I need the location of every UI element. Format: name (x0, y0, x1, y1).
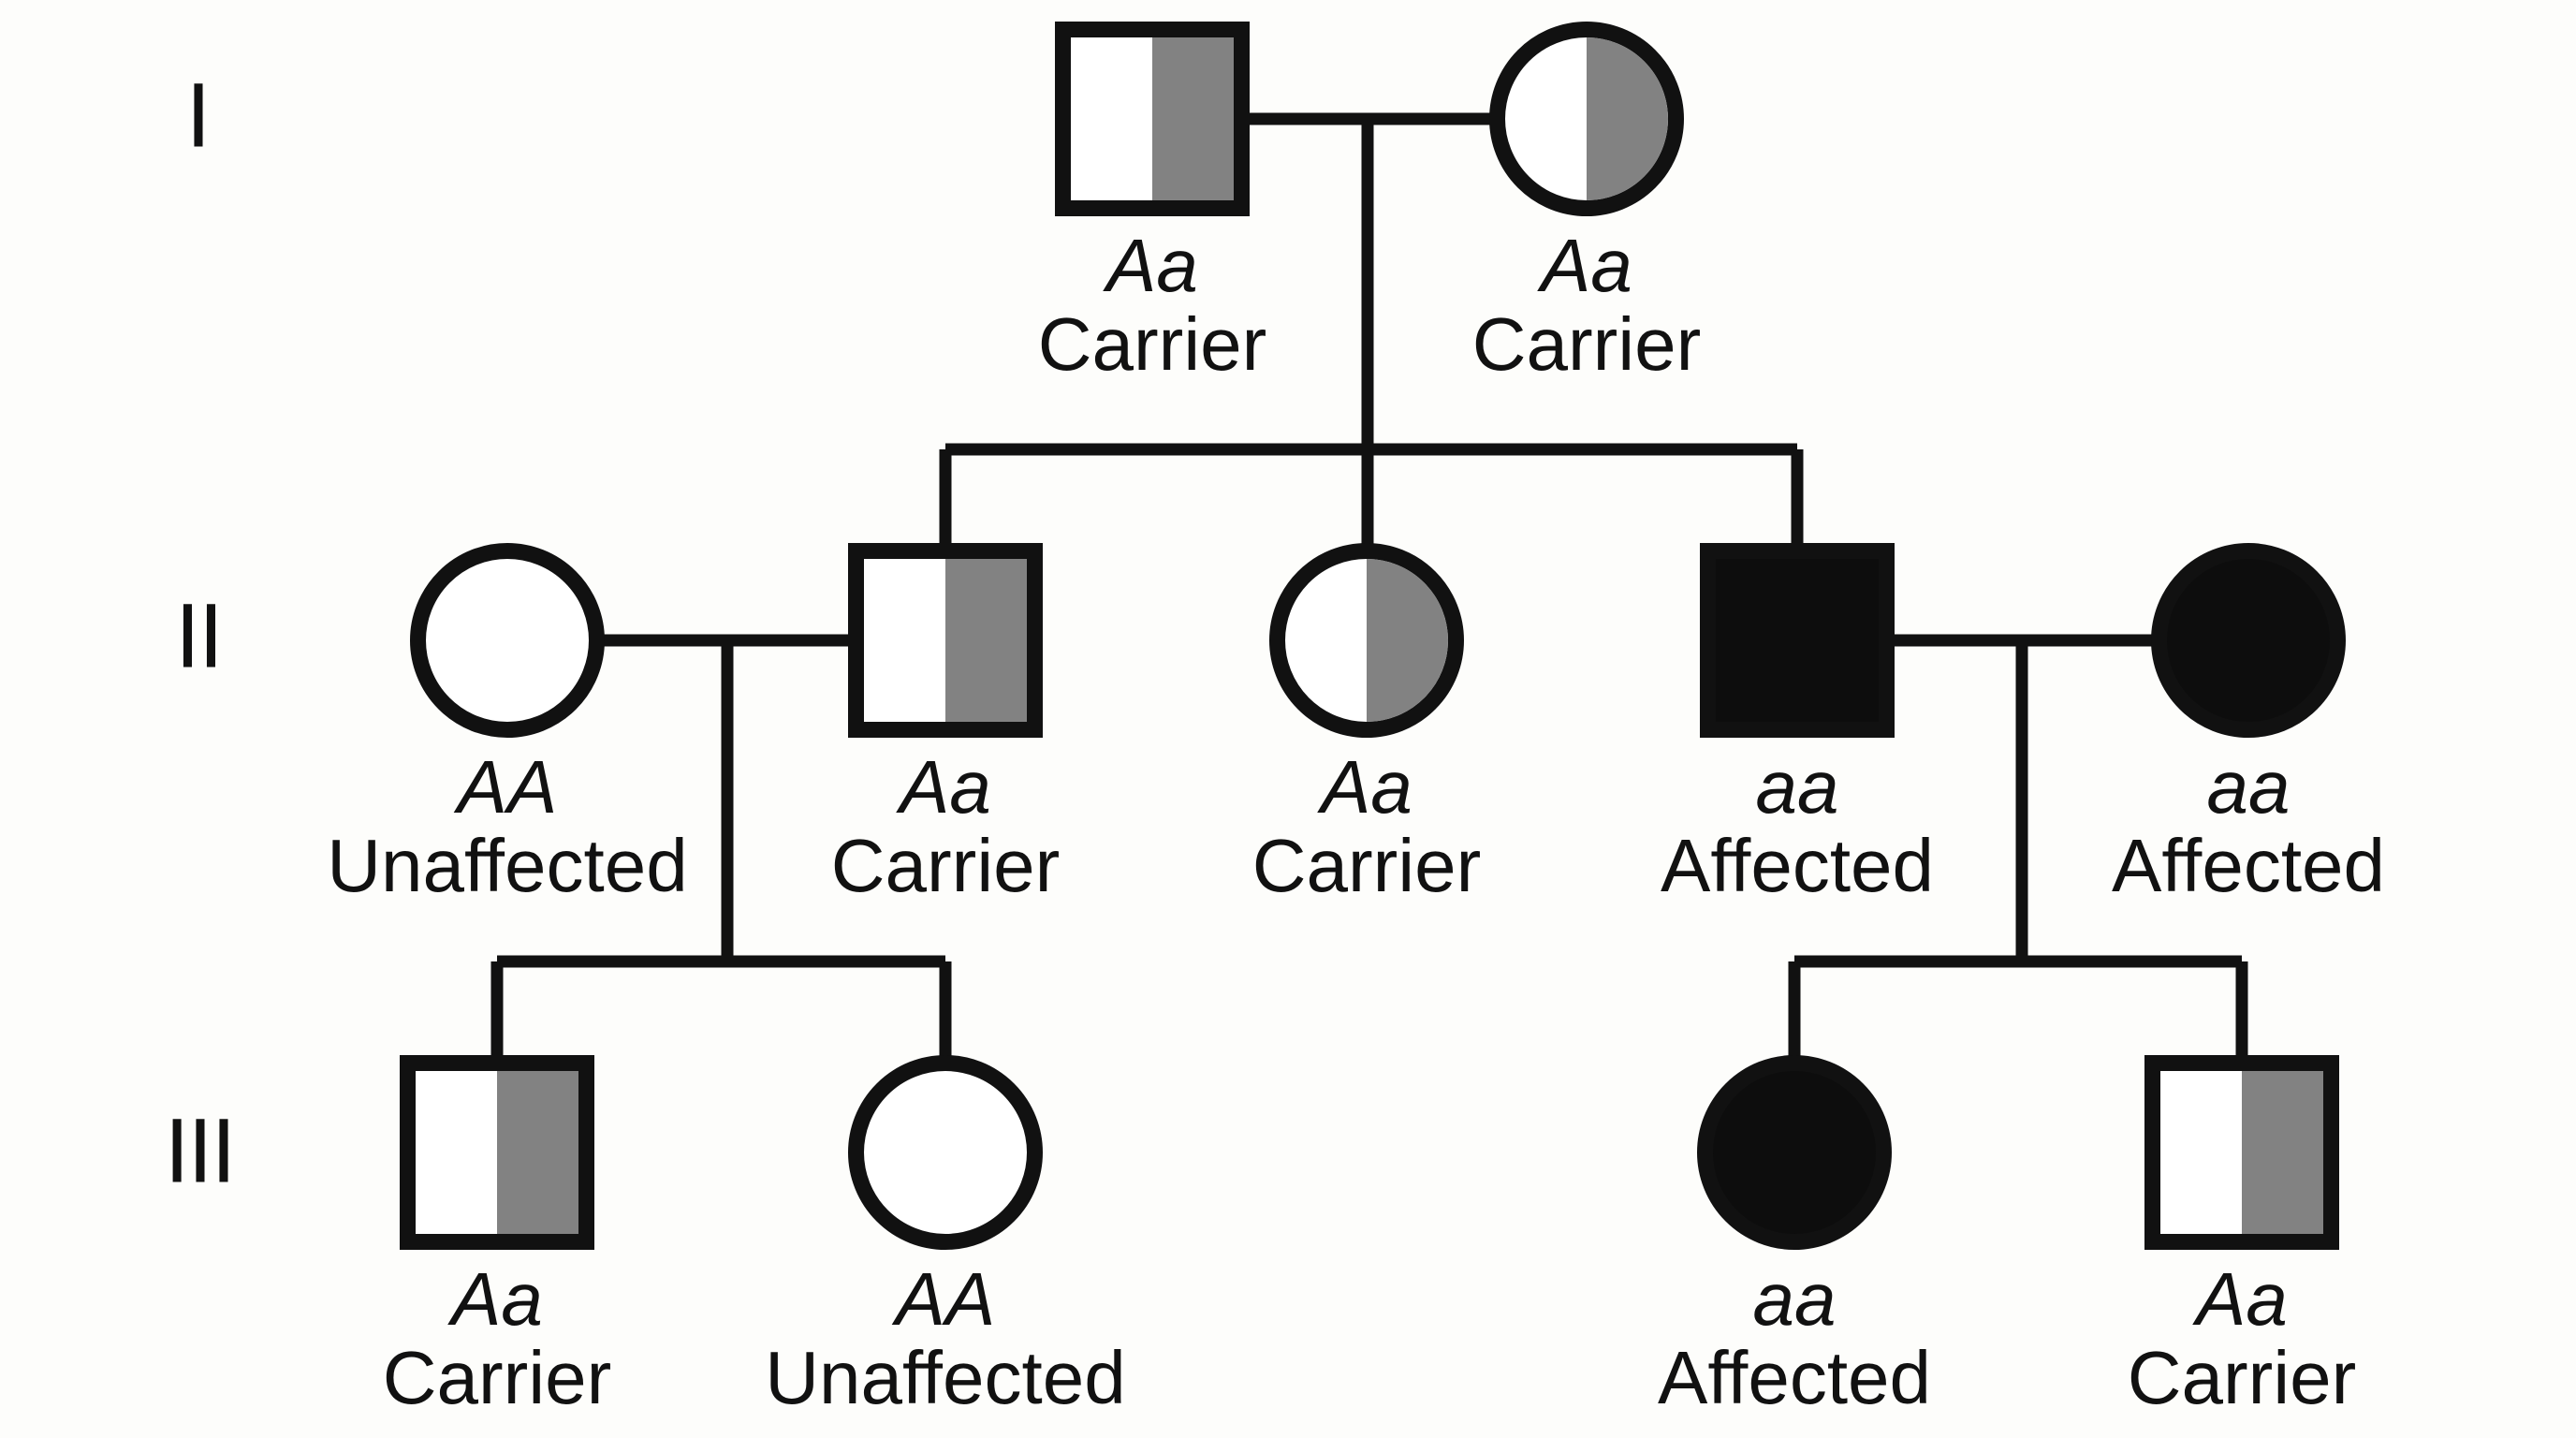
female-circle-symbol (848, 1055, 1043, 1250)
genotype-label-III-4: Aa (2192, 1257, 2288, 1341)
status-label-II-5: Affected (2112, 824, 2385, 907)
female-circle-symbol (2151, 543, 2346, 738)
genotype-label-I-2: Aa (1537, 224, 1632, 307)
male-square-symbol (1700, 543, 1895, 738)
female-circle-symbol (1697, 1055, 1892, 1250)
genotype-label-III-2: AA (892, 1257, 996, 1341)
genotype-label-II-4: aa (1756, 745, 1839, 829)
status-label-II-3: Carrier (1252, 824, 1481, 907)
status-label-II-1: Unaffected (327, 824, 687, 907)
status-label-II-4: Affected (1661, 824, 1934, 907)
status-label-III-4: Carrier (2128, 1336, 2356, 1419)
carrier-half-fill (1152, 37, 1234, 200)
generation-label-3: III (164, 1099, 237, 1202)
carrier-half-fill (497, 1071, 578, 1234)
genotype-label-II-3: Aa (1317, 745, 1412, 829)
genotype-label-II-2: Aa (896, 745, 991, 829)
genotype-label-I-1: Aa (1103, 224, 1198, 307)
carrier-half-fill (2242, 1071, 2323, 1234)
status-label-I-1: Carrier (1038, 302, 1266, 386)
status-label-II-2: Carrier (831, 824, 1060, 907)
carrier-half-fill (1367, 559, 1448, 722)
status-label-I-2: Carrier (1472, 302, 1701, 386)
generation-label-2: II (175, 584, 224, 687)
genotype-label-II-5: aa (2207, 745, 2291, 829)
genotype-label-III-3: aa (1753, 1257, 1837, 1341)
status-label-III-2: Unaffected (765, 1336, 1125, 1419)
carrier-half-fill (945, 559, 1027, 722)
genotype-label-II-1: AA (454, 745, 558, 829)
generation-label-1: I (185, 64, 212, 167)
female-circle-symbol (410, 543, 605, 738)
carrier-half-fill (1587, 37, 1668, 200)
status-label-III-3: Affected (1658, 1336, 1931, 1419)
genotype-label-III-1: Aa (447, 1257, 543, 1341)
status-label-III-1: Carrier (383, 1336, 611, 1419)
